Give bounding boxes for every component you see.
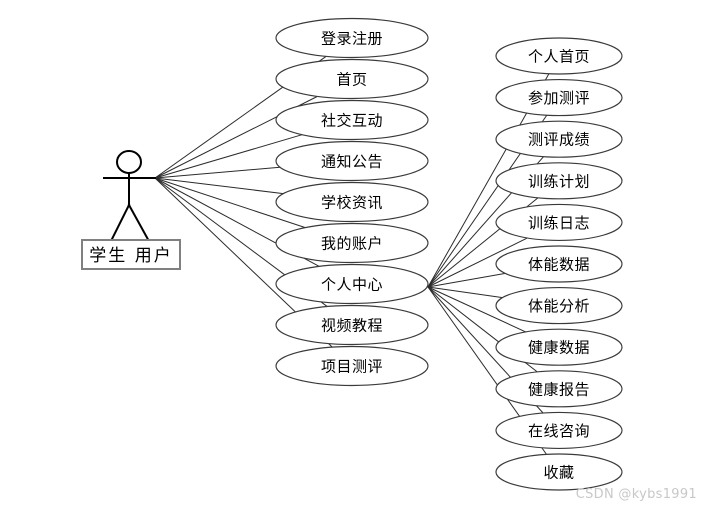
use-case-primary-shape-8 [275, 345, 429, 387]
use-case-primary-shape-2 [275, 99, 429, 141]
use-case-secondary-label-2: 测评成绩 [528, 131, 590, 149]
use-case-primary-4[interactable]: 学校资讯 [275, 181, 429, 223]
use-case-secondary-label-5: 体能数据 [528, 256, 590, 274]
use-case-secondary-shape-3 [495, 162, 623, 200]
use-case-secondary-shape-1 [495, 79, 623, 117]
use-case-primary-label-3: 通知公告 [321, 153, 383, 171]
use-case-primary-3[interactable]: 通知公告 [275, 140, 429, 182]
use-case-primary-label-5: 我的账户 [321, 235, 383, 253]
use-case-secondary-label-9: 在线咨询 [528, 422, 590, 440]
use-case-secondary-5[interactable]: 体能数据 [495, 245, 623, 283]
actor-head-icon [116, 150, 142, 174]
use-case-secondary-shape-5 [495, 245, 623, 283]
use-case-secondary-label-8: 健康报告 [528, 380, 590, 398]
use-case-primary-shape-1 [275, 58, 429, 100]
use-case-primary-label-0: 登录注册 [321, 30, 383, 48]
use-case-secondary-4[interactable]: 训练日志 [495, 203, 623, 241]
actor-label-box [81, 239, 181, 270]
use-case-secondary-1[interactable]: 参加测评 [495, 79, 623, 117]
use-case-primary-shape-6 [275, 263, 429, 305]
connector-hub-5 [427, 272, 506, 288]
connector-actor-2 [154, 134, 303, 179]
use-case-primary-7[interactable]: 视频教程 [275, 304, 429, 346]
use-case-primary-shape-5 [275, 222, 429, 264]
use-case-secondary-2[interactable]: 测评成绩 [495, 120, 623, 158]
use-case-secondary-shape-8 [495, 370, 623, 408]
use-case-secondary-shape-2 [495, 120, 623, 158]
use-case-secondary-7[interactable]: 健康数据 [495, 328, 623, 366]
use-case-secondary-9[interactable]: 在线咨询 [495, 411, 623, 449]
actor-student-user[interactable]: 学生 用户 [81, 150, 181, 270]
use-case-secondary-shape-10 [495, 453, 623, 491]
use-case-secondary-10[interactable]: 收藏 [495, 453, 623, 491]
use-case-primary-8[interactable]: 项目测评 [275, 345, 429, 387]
use-case-secondary-label-0: 个人首页 [528, 48, 590, 66]
use-case-secondary-0[interactable]: 个人首页 [495, 37, 623, 75]
use-case-primary-shape-3 [275, 140, 429, 182]
actor-leg-left-icon [108, 203, 131, 245]
use-case-primary-shape-0 [275, 17, 429, 59]
use-case-secondary-shape-9 [495, 411, 623, 449]
use-case-primary-5[interactable]: 我的账户 [275, 222, 429, 264]
use-case-secondary-shape-0 [495, 37, 623, 75]
actor-leg-right-icon [127, 203, 152, 245]
use-case-primary-label-1: 首页 [336, 71, 367, 89]
use-case-secondary-8[interactable]: 健康报告 [495, 370, 623, 408]
connector-actor-5 [154, 177, 306, 229]
actor-label-text: 学生 用户 [89, 246, 172, 266]
connector-actor-3 [154, 166, 281, 179]
use-case-primary-label-2: 社交互动 [321, 112, 383, 130]
use-case-secondary-shape-7 [495, 328, 623, 366]
secondary-use-case-group: 个人首页参加测评测评成绩训练计划训练日志体能数据体能分析健康数据健康报告在线咨询… [495, 37, 623, 491]
use-case-secondary-label-4: 训练日志 [528, 214, 590, 232]
use-case-primary-shape-7 [275, 304, 429, 346]
use-case-primary-label-7: 视频教程 [321, 317, 383, 335]
csdn-watermark: CSDN @kybs1991 [576, 487, 697, 502]
use-case-secondary-shape-4 [495, 203, 623, 241]
use-case-secondary-label-1: 参加测评 [528, 89, 590, 107]
connector-actor-4 [154, 177, 284, 195]
use-case-primary-label-6: 个人中心 [321, 276, 383, 294]
use-case-secondary-3[interactable]: 训练计划 [495, 162, 623, 200]
use-case-primary-0[interactable]: 登录注册 [275, 17, 429, 59]
use-case-secondary-6[interactable]: 体能分析 [495, 287, 623, 325]
use-case-primary-6[interactable]: 个人中心 [275, 263, 429, 305]
use-case-primary-1[interactable]: 首页 [275, 58, 429, 100]
connector-hub-6 [427, 286, 503, 299]
use-case-secondary-shape-6 [495, 287, 623, 325]
use-case-secondary-label-3: 训练计划 [528, 172, 590, 190]
use-case-primary-label-8: 项目测评 [321, 358, 383, 376]
use-case-secondary-label-6: 体能分析 [528, 297, 590, 315]
use-case-primary-2[interactable]: 社交互动 [275, 99, 429, 141]
connector-hub-7 [427, 286, 526, 333]
use-case-secondary-label-7: 健康数据 [528, 339, 590, 357]
use-case-primary-shape-4 [275, 181, 429, 223]
use-case-secondary-label-10: 收藏 [543, 464, 574, 482]
use-case-primary-label-4: 学校资讯 [321, 194, 383, 212]
connector-hub-4 [427, 237, 528, 288]
